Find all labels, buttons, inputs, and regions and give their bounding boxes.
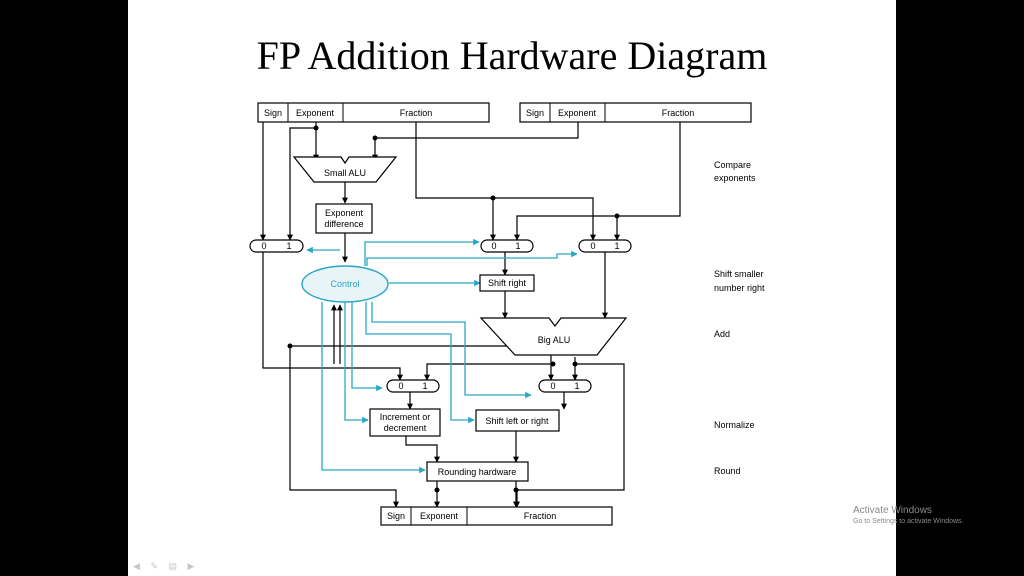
mux-alu-input: 0 1 [578, 239, 632, 253]
small-alu-label: Small ALU [324, 168, 366, 178]
shift-left-right-box: Shift left or right [475, 409, 560, 432]
step-shift-line2: number right [714, 283, 765, 293]
mux-alu-input-1: 1 [614, 241, 619, 251]
mux-exponent-result-0: 0 [398, 381, 403, 391]
increment-decrement-line1: Increment or [380, 412, 431, 422]
data-paths [260, 122, 681, 508]
input-a-sign: Sign [264, 108, 282, 118]
output-exponent: Exponent [420, 511, 459, 521]
input-a-exponent: Exponent [296, 108, 335, 118]
control-paths [306, 238, 578, 474]
exponent-difference-line1: Exponent [325, 208, 364, 218]
increment-decrement-line2: decrement [384, 423, 427, 433]
increment-decrement-box: Increment or decrement [369, 408, 441, 437]
small-alu: Small ALU [292, 156, 398, 183]
rounding-hardware-label: Rounding hardware [438, 467, 517, 477]
output-fraction: Fraction [524, 511, 557, 521]
mux-exponent: 0 1 [249, 239, 304, 253]
mux-shift-input-0: 0 [491, 241, 496, 251]
output-register: Sign Exponent Fraction [380, 506, 613, 526]
shift-left-right-label: Shift left or right [485, 416, 549, 426]
step-compare-line2: exponents [714, 173, 756, 183]
input-b-sign: Sign [526, 108, 544, 118]
control-label: Control [330, 279, 359, 289]
input-a-fraction: Fraction [400, 108, 433, 118]
mux-exponent-result-1: 1 [422, 381, 427, 391]
mux-fraction-result-0: 0 [550, 381, 555, 391]
big-alu: Big ALU [479, 317, 628, 356]
mux-exponent-1: 1 [286, 241, 291, 251]
input-b-register: Sign Exponent Fraction [519, 102, 752, 123]
step-add: Add [714, 329, 730, 339]
activate-windows-title: Activate Windows [853, 505, 932, 516]
input-b-exponent: Exponent [558, 108, 597, 118]
mux-alu-input-0: 0 [590, 241, 595, 251]
mux-exponent-0: 0 [261, 241, 266, 251]
mux-shift-input-1: 1 [515, 241, 520, 251]
exponent-difference-box: Exponent difference [315, 203, 373, 234]
step-round: Round [714, 466, 741, 476]
input-a-register: Sign Exponent Fraction [257, 102, 490, 123]
control-unit: Control [301, 265, 389, 303]
step-compare-line1: Compare [714, 160, 751, 170]
shift-right-label: Shift right [488, 278, 527, 288]
junction-dots [287, 125, 620, 493]
output-sign: Sign [387, 511, 405, 521]
mux-shift-input: 0 1 [480, 239, 534, 253]
step-normalize: Normalize [714, 420, 755, 430]
shift-right-box: Shift right [479, 274, 535, 292]
activate-windows-subtitle: Go to Settings to activate Windows. [853, 518, 964, 525]
feedback-paths [331, 304, 343, 364]
step-shift-line1: Shift smaller [714, 269, 764, 279]
big-alu-label: Big ALU [538, 335, 571, 345]
mux-exponent-result: 0 1 [386, 379, 440, 393]
exponent-difference-line2: difference [324, 219, 363, 229]
mux-fraction-result: 0 1 [538, 379, 592, 393]
mux-fraction-result-1: 1 [574, 381, 579, 391]
step-labels: Compare exponents Shift smaller number r… [714, 160, 765, 476]
input-b-fraction: Fraction [662, 108, 695, 118]
rounding-hardware-box: Rounding hardware [426, 461, 529, 482]
slide-nav-controls[interactable]: ◀ ✎ ▤ ▶ [133, 561, 199, 571]
slide-title: FP Addition Hardware Diagram [256, 33, 768, 78]
